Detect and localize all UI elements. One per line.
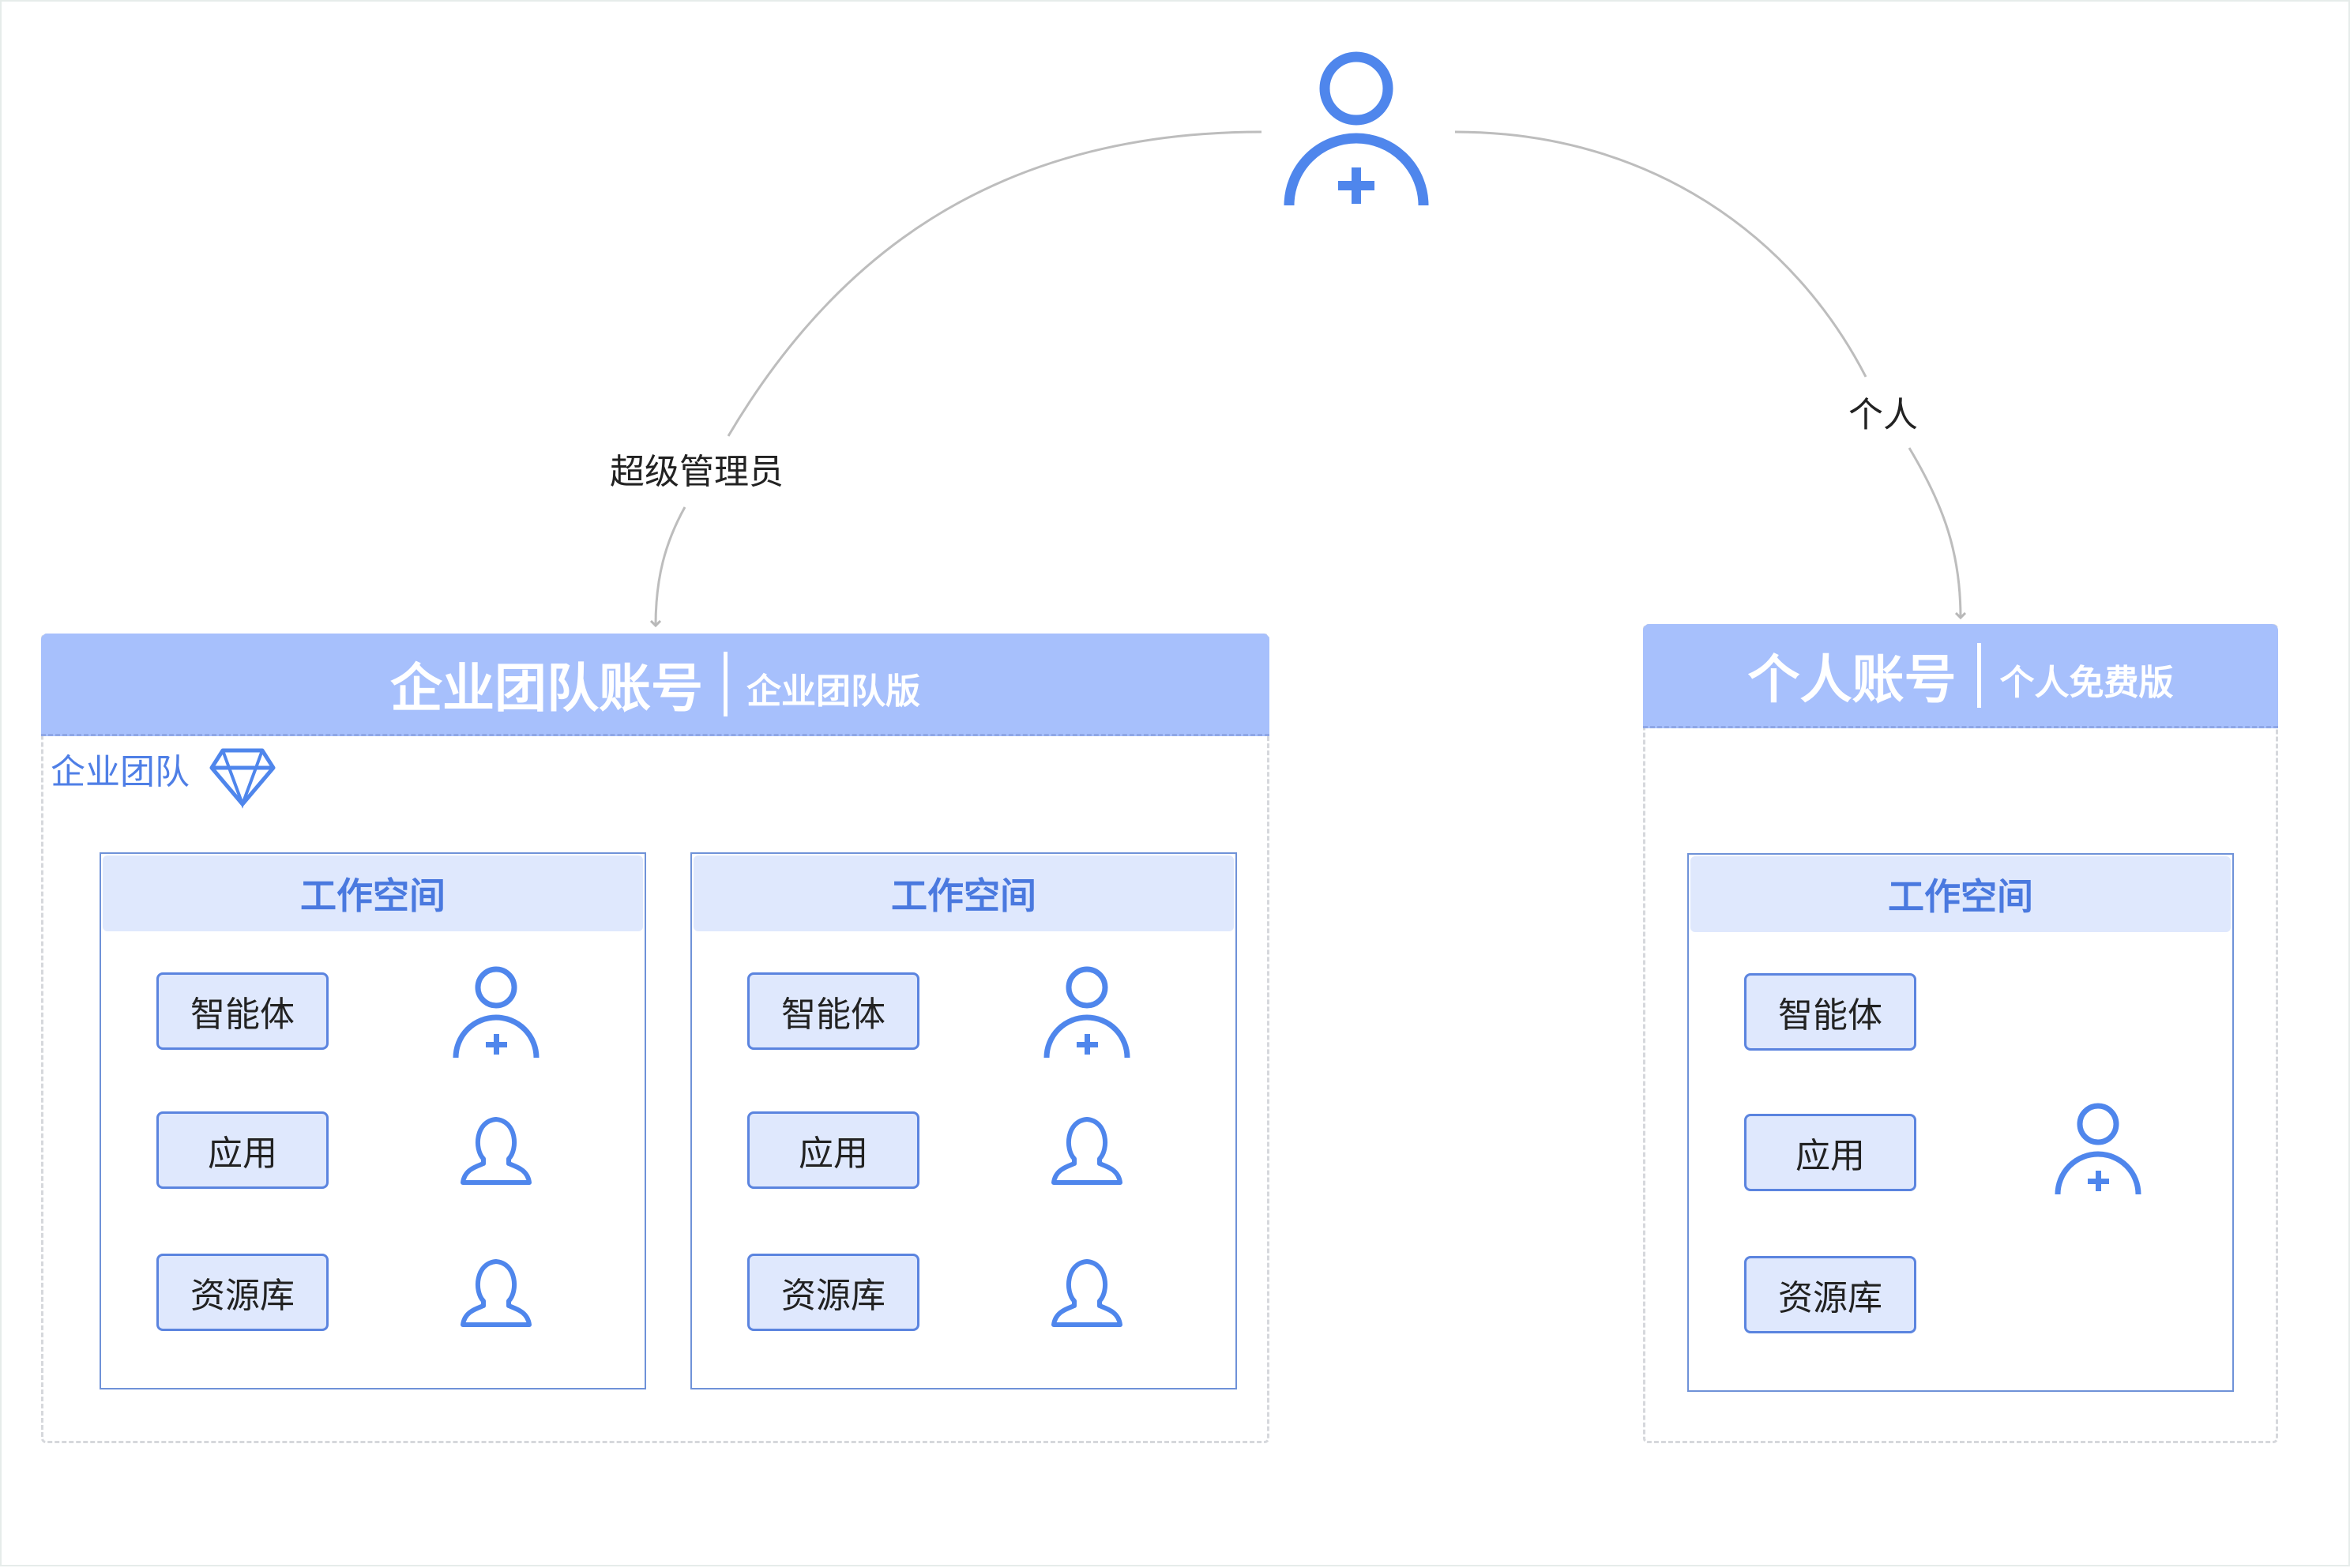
workspace-card: 工作空间 智能体 应用 资源库	[690, 852, 1237, 1389]
edge-line-super-admin	[727, 130, 1262, 437]
edge-line-personal	[1454, 130, 1867, 378]
chip-label: 应用	[799, 1134, 868, 1174]
chip-label: 智能体	[781, 995, 885, 1035]
member-user-icon	[1051, 1117, 1122, 1185]
personal-account-header: 个人账号 个人免费版	[1643, 624, 2278, 728]
chip-label: 应用	[208, 1134, 277, 1174]
workspace-title: 工作空间	[1690, 856, 2231, 932]
chip-label: 资源库	[190, 1276, 295, 1316]
enterprise-account-header: 企业团队账号 企业团队版	[41, 634, 1269, 736]
header-divider	[724, 651, 728, 716]
resource-library-chip[interactable]: 资源库	[747, 1254, 919, 1331]
personal-account-title: 个人账号	[1747, 649, 1957, 710]
member-user-icon	[461, 1117, 532, 1185]
admin-user-icon	[1043, 966, 1130, 1058]
edge-arrow-personal	[1908, 447, 1961, 618]
chip-label: 智能体	[1778, 995, 1882, 1036]
enterprise-edition-label: 企业团队版	[746, 671, 920, 712]
app-chip[interactable]: 应用	[1744, 1114, 1916, 1191]
chip-label: 资源库	[1778, 1278, 1882, 1318]
member-user-icon	[461, 1259, 532, 1327]
edge-label-personal: 个人	[1842, 393, 1924, 438]
admin-user-icon	[2055, 1103, 2141, 1195]
resource-library-chip[interactable]: 资源库	[1744, 1256, 1916, 1333]
workspace-title: 工作空间	[694, 855, 1234, 931]
admin-user-icon	[1284, 51, 1429, 206]
app-chip[interactable]: 应用	[747, 1111, 919, 1189]
personal-edition-label: 个人免费版	[1999, 662, 2174, 703]
chip-label: 应用	[1795, 1136, 1865, 1176]
edge-arrow-super-admin	[656, 506, 686, 626]
app-chip[interactable]: 应用	[156, 1111, 329, 1189]
team-label: 企业团队	[51, 752, 190, 792]
diamond-icon	[209, 748, 276, 809]
workspace-card: 工作空间 智能体 应用 资源库	[1687, 853, 2234, 1392]
agent-chip[interactable]: 智能体	[747, 972, 919, 1050]
header-divider	[1976, 642, 1981, 708]
workspace-card: 工作空间 智能体 应用 资源库	[100, 852, 646, 1389]
admin-user-icon	[453, 966, 540, 1058]
chip-label: 资源库	[781, 1276, 885, 1316]
resource-library-chip[interactable]: 资源库	[156, 1254, 329, 1331]
workspace-title: 工作空间	[103, 855, 643, 931]
chip-label: 智能体	[190, 995, 295, 1035]
agent-chip[interactable]: 智能体	[1744, 973, 1916, 1051]
agent-chip[interactable]: 智能体	[156, 972, 329, 1050]
member-user-icon	[1051, 1259, 1122, 1327]
enterprise-account-title: 企业团队账号	[390, 657, 703, 719]
edge-label-super-admin: 超级管理员	[603, 450, 790, 494]
